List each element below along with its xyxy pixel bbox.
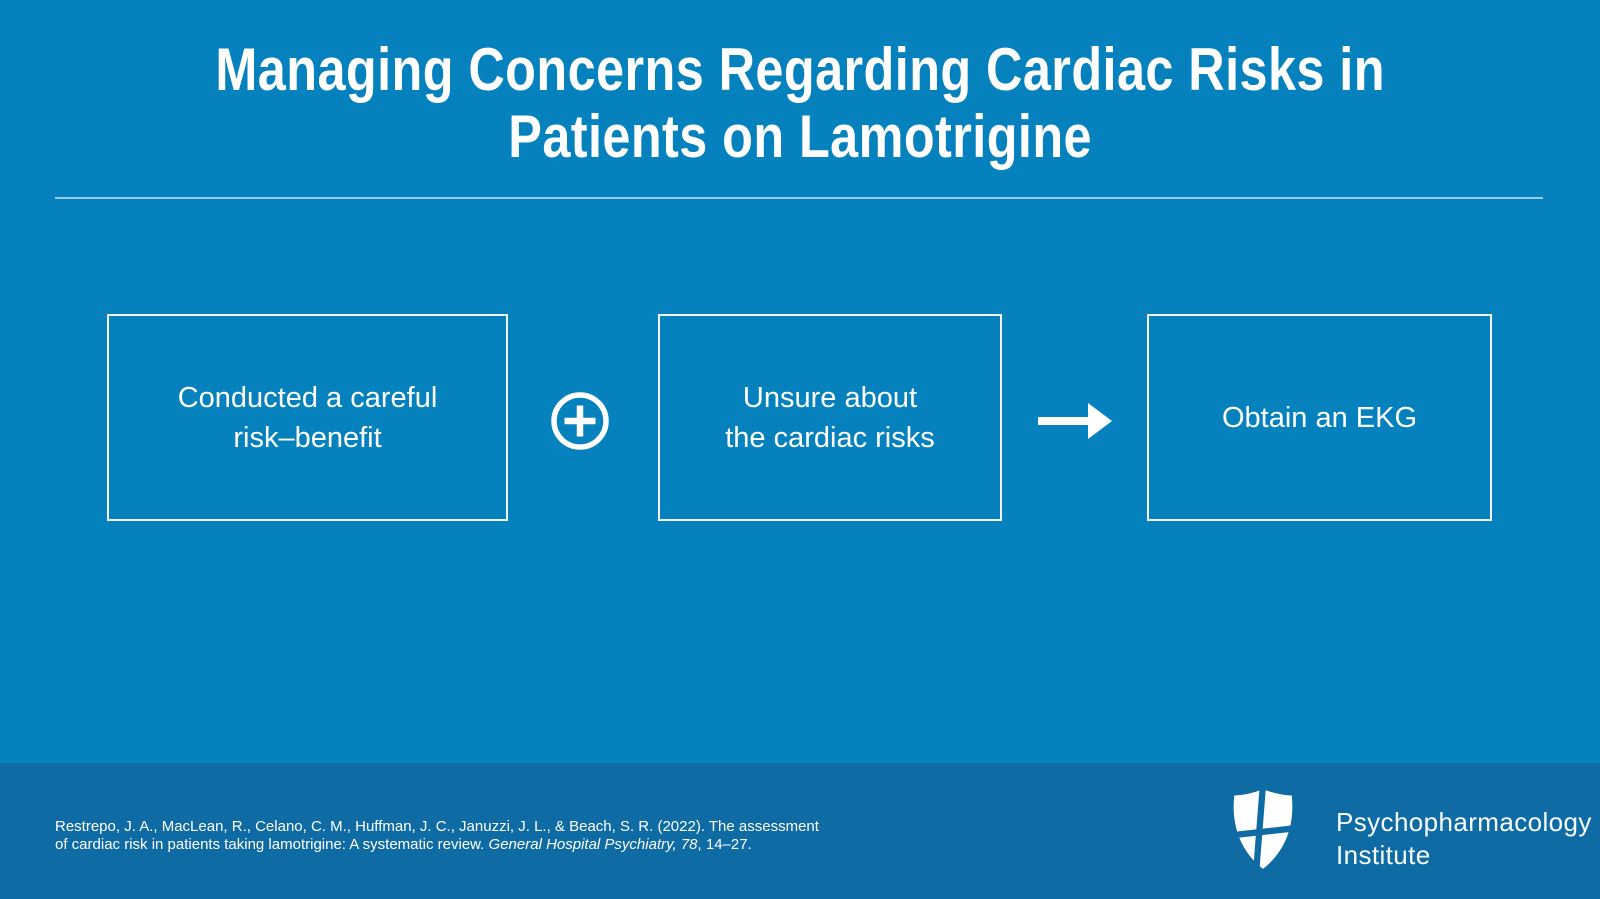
- plus-circle-icon: [550, 391, 610, 451]
- flow-box-risk-benefit-label: Conducted a careful risk–benefit: [177, 381, 438, 454]
- citation-line2-end: , 14–27.: [697, 836, 752, 853]
- arrow-right-icon: [1036, 402, 1112, 440]
- shield-cross-icon: [1233, 789, 1293, 869]
- flow-box-unsure-label: Unsure about the cardiac risks: [725, 381, 935, 454]
- reference-citation: Restrepo, J. A., MacLean, R., Celano, C.…: [55, 818, 819, 854]
- citation-line2-regular: of cardiac risk in patients taking lamot…: [55, 836, 489, 853]
- logo-wordmark: Psychopharmacology Institute: [1336, 806, 1592, 872]
- citation-line-1: Restrepo, J. A., MacLean, R., Celano, C.…: [55, 818, 819, 835]
- flow-box-unsure-cardiac-risks: Unsure about the cardiac risks: [658, 314, 1002, 521]
- flow-box-obtain-ekg: Obtain an EKG: [1147, 314, 1492, 521]
- citation-journal-italic: General Hospital Psychiatry, 78: [488, 836, 698, 853]
- logo-name-line1: Psychopharmacology: [1336, 807, 1592, 837]
- title-divider: [55, 197, 1543, 199]
- psychopharmacology-institute-logo: Psychopharmacology Institute: [1228, 787, 1592, 872]
- footer-band: Restrepo, J. A., MacLean, R., Celano, C.…: [0, 763, 1600, 899]
- slide-title: Managing Concerns Regarding Cardiac Risk…: [215, 36, 1385, 170]
- title-area: Managing Concerns Regarding Cardiac Risk…: [0, 36, 1600, 170]
- flow-box-obtain-ekg-label: Obtain an EKG: [1221, 401, 1418, 434]
- logo-name-line2: Institute: [1336, 840, 1431, 870]
- flow-box-risk-benefit: Conducted a careful risk–benefit: [107, 314, 508, 521]
- citation-line-2: of cardiac risk in patients taking lamot…: [55, 836, 819, 854]
